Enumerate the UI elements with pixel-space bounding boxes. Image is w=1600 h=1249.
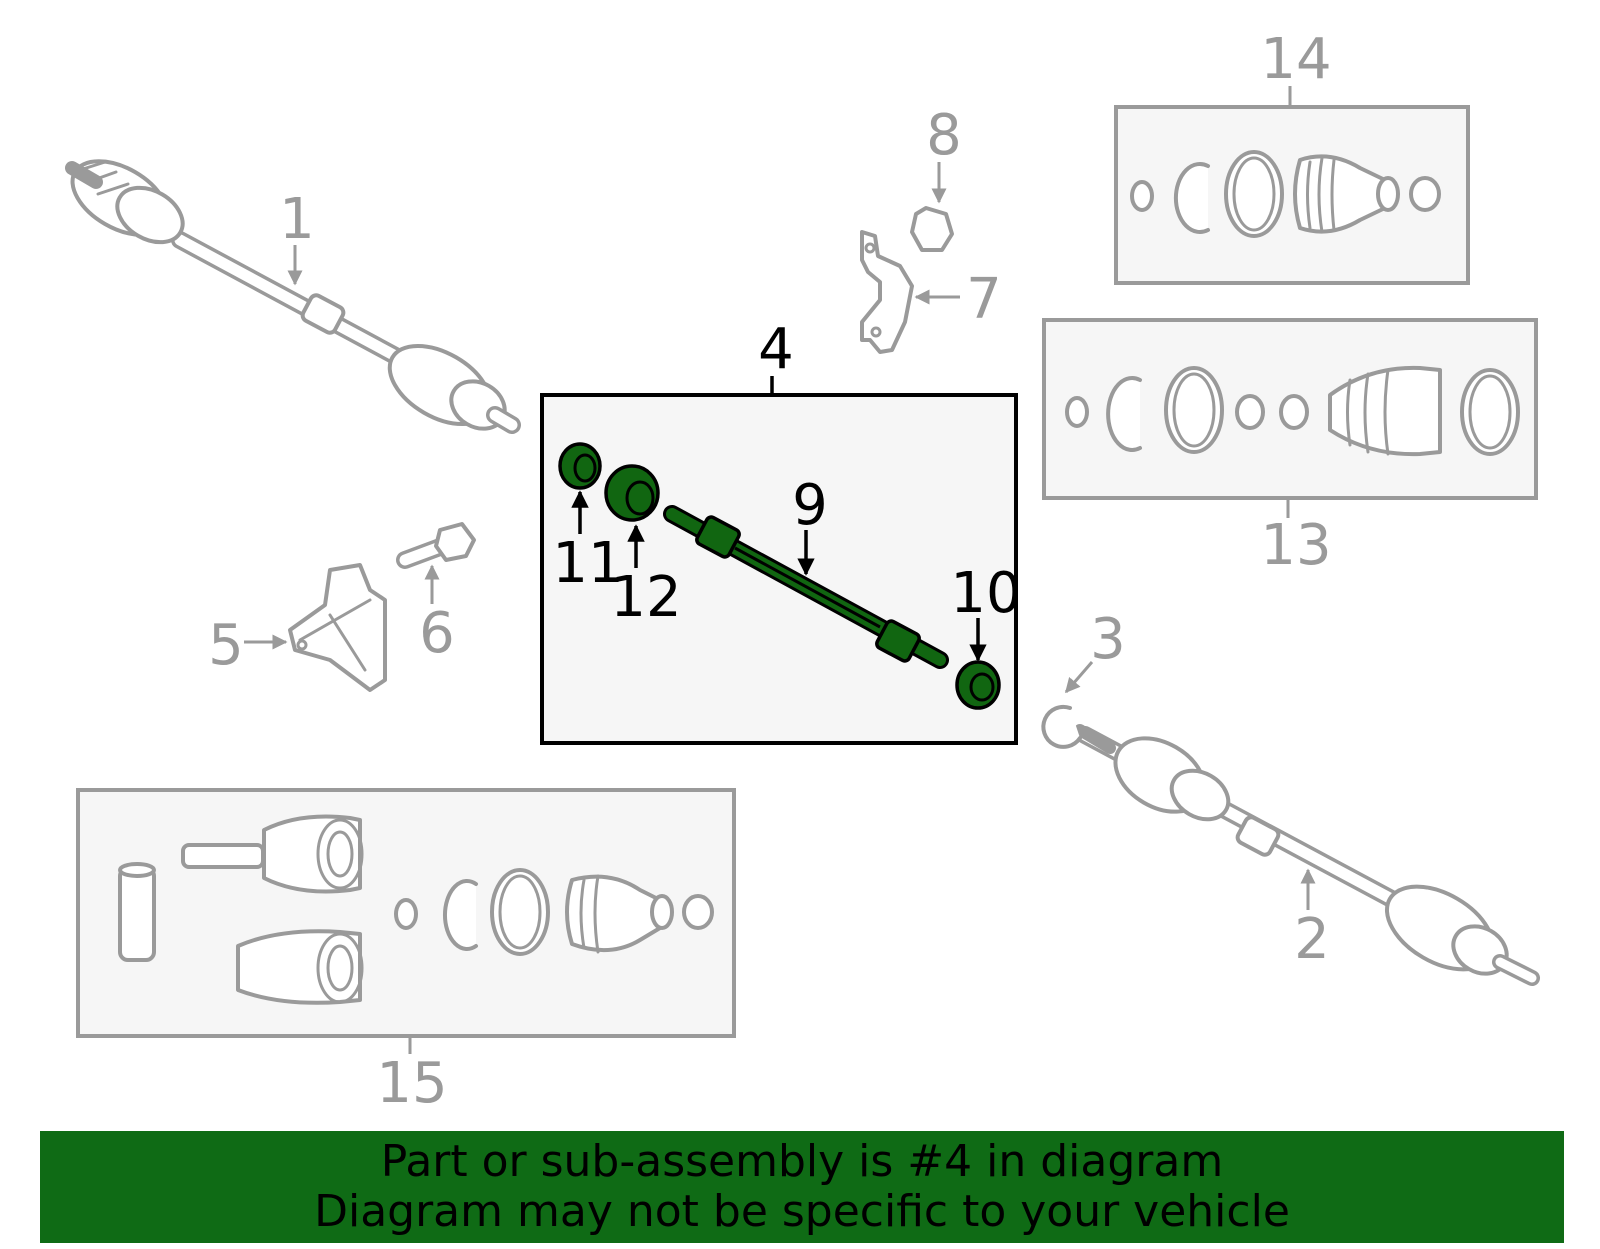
axle-shaft-2[interactable]: [1074, 723, 1540, 986]
callout-8: 8: [926, 103, 962, 168]
callout-11: 11: [552, 531, 623, 596]
callout-1: 1: [279, 187, 315, 252]
callout-4: 4: [758, 317, 794, 382]
bolt-6[interactable]: [396, 522, 476, 569]
callout-9: 9: [792, 473, 828, 538]
callout-14: 14: [1260, 27, 1331, 92]
banner-line-1: Part or sub-assembly is #4 in diagram: [380, 1136, 1224, 1187]
seal-11[interactable]: [558, 442, 602, 490]
callout-12: 12: [610, 565, 681, 630]
callout-6: 6: [419, 601, 455, 666]
snap-ring-3[interactable]: [1041, 704, 1082, 749]
callout-7: 7: [966, 267, 1002, 332]
bearing-12[interactable]: [604, 464, 660, 522]
notice-banner: Part or sub-assembly is #4 in diagram Di…: [40, 1131, 1564, 1243]
nut-8[interactable]: [910, 206, 954, 252]
clamp-7[interactable]: [860, 230, 914, 354]
callout-13: 13: [1260, 513, 1331, 578]
callout-15: 15: [376, 1051, 447, 1116]
axle-shaft-1[interactable]: [60, 146, 521, 440]
callout-2: 2: [1294, 907, 1330, 972]
intermediate-shaft-9[interactable]: [663, 505, 949, 669]
bracket-5[interactable]: [288, 563, 387, 692]
callout-10: 10: [950, 561, 1021, 626]
callout-5: 5: [208, 613, 244, 678]
joint-kit-parts-15[interactable]: [118, 814, 714, 1005]
callout-3: 3: [1090, 607, 1126, 672]
boot-kit-parts-13[interactable]: [1065, 365, 1520, 457]
banner-line-2: Diagram may not be specific to your vehi…: [314, 1186, 1290, 1237]
boot-kit-parts-14[interactable]: [1130, 150, 1441, 238]
seal-10[interactable]: [955, 660, 1001, 710]
